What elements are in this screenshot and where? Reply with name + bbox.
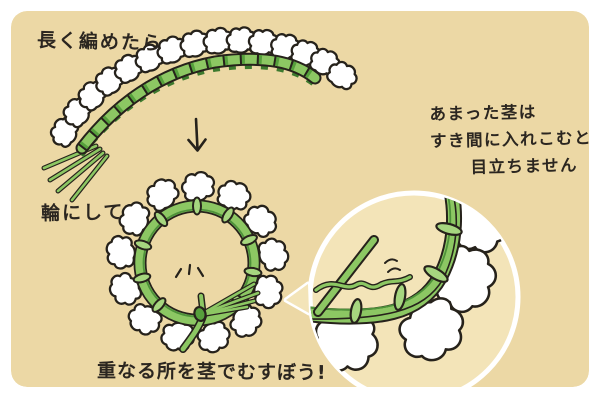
- caption-step2: 輪にして: [40, 201, 125, 225]
- detail-bubble: [283, 190, 521, 387]
- down-arrow-icon: [187, 117, 207, 152]
- bubble-bands: [349, 222, 463, 324]
- bubble-contents: [310, 193, 516, 379]
- tuck-squiggle-icon: [384, 258, 401, 273]
- wreath-knot: [179, 281, 261, 353]
- tucked-stem: [313, 274, 413, 293]
- caption-step1: 長く編めたら: [36, 29, 164, 55]
- caption-step3: 重なる所を茎でむすぼう!: [96, 359, 327, 385]
- chain-braid: [75, 52, 322, 155]
- leftover-stem: [313, 235, 379, 317]
- flower-chain: [41, 25, 362, 203]
- tip-line-3: 目立ちません: [470, 155, 579, 177]
- wreath: [104, 171, 291, 356]
- chain-underside-loops: [80, 65, 317, 158]
- tip-line-2: すき間に入れこむと: [429, 128, 593, 151]
- tip-line-1: あまった茎は: [429, 102, 537, 124]
- emphasis-marks-icon: [174, 263, 205, 279]
- chain-stem-tail: [41, 143, 110, 203]
- caption-tip: あまった茎は すき間に入れこむと 目立ちません: [429, 97, 593, 181]
